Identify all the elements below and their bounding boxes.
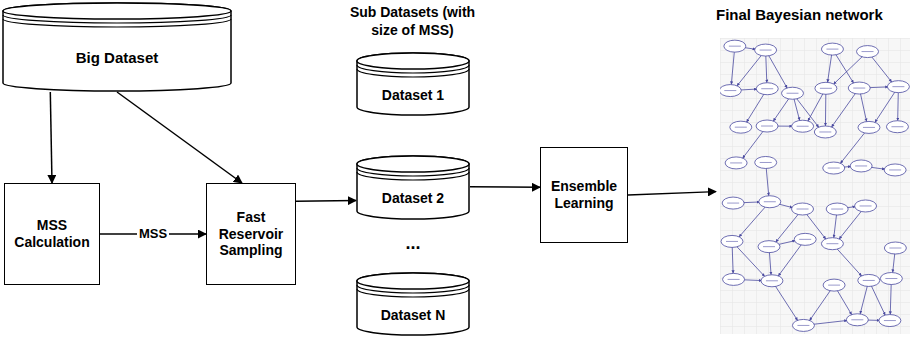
dataset-cylinder: Dataset 1 [356, 52, 470, 116]
process-box: MSS Calculation [4, 183, 100, 285]
annotation-label: Sub Datasets (with size of MSS) [335, 4, 490, 39]
cylinder-outline [356, 272, 470, 336]
cylinder-outline [2, 2, 232, 92]
edge-label: MSS [137, 227, 169, 241]
node-label: Fast Reservoir Sampling [215, 209, 287, 259]
node-label: Dataset 2 [382, 190, 444, 207]
arrow-connector [470, 186, 540, 188]
figure-heading: Final Bayesian network [716, 6, 883, 23]
arrow-connector [296, 200, 356, 202]
network-figure: Final Bayesian network [716, 6, 912, 336]
network-illustration [720, 38, 910, 334]
node-label: Ensemble Learning [549, 178, 619, 212]
node-label: Dataset 1 [382, 87, 444, 104]
cylinder-outline [356, 155, 470, 220]
arrow-connector [628, 192, 716, 195]
annotation-label: ... [393, 232, 433, 255]
node-label: Dataset N [381, 307, 446, 324]
process-box: Ensemble Learning [540, 147, 628, 243]
arrow-connector [117, 92, 242, 183]
node-label: Big Dataset [76, 49, 159, 67]
arrow-connector [50, 92, 52, 183]
cylinder-outline [356, 52, 470, 116]
dataset-cylinder: Dataset N [356, 272, 470, 336]
node-label: MSS Calculation [13, 217, 91, 251]
database-cylinder: Big Dataset [2, 2, 232, 92]
dataset-cylinder: Dataset 2 [356, 155, 470, 220]
process-box: Fast Reservoir Sampling [206, 183, 296, 285]
